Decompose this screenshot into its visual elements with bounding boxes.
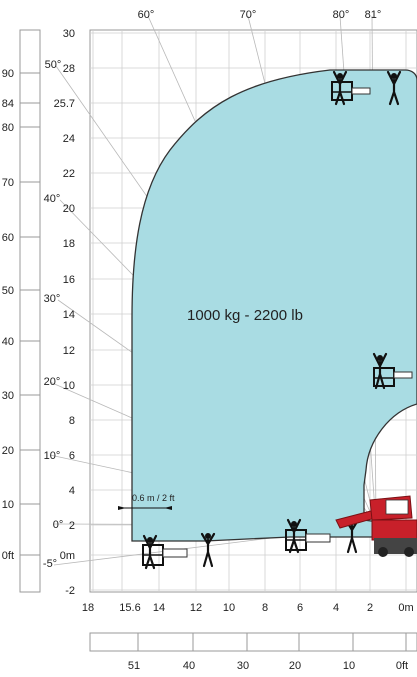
reach-tick-label: 0m (398, 602, 413, 614)
person-icon (332, 70, 348, 106)
angle-label: 70° (240, 9, 257, 21)
reach-ft-label: 0ft (396, 660, 408, 672)
height-tick-label: 28 (63, 63, 75, 75)
reach-ft-scale (89, 632, 417, 652)
angle-label: 30° (44, 293, 61, 305)
reach-ft-label: 20 (289, 660, 301, 672)
reach-ft-label: 40 (183, 660, 195, 672)
angle-label: 40° (44, 193, 61, 205)
reach-tick-label: 4 (333, 602, 339, 614)
person-icon (142, 534, 158, 570)
angle-label: 50° (45, 59, 62, 71)
angle-label: 80° (333, 9, 350, 21)
angle-label: 0° (53, 519, 64, 531)
reach-tick-label: 12 (190, 602, 202, 614)
height-tick-label: 8 (69, 415, 75, 427)
person-icon (286, 518, 302, 554)
height-tick-label: -2 (65, 585, 75, 597)
height-ft-label: 70 (2, 177, 14, 189)
height-tick-label: 6 (69, 450, 75, 462)
reach-ft-label: 30 (237, 660, 249, 672)
height-ft-label: 84 (2, 98, 14, 110)
reach-tick-label: 18 (82, 602, 94, 614)
height-tick-label: 25.7 (54, 98, 75, 110)
reach-tick-label: 6 (297, 602, 303, 614)
height-tick-label: 2 (69, 520, 75, 532)
height-tick-label: 22 (63, 168, 75, 180)
height-ft-label: 10 (2, 499, 14, 511)
reach-tick-label: 14 (153, 602, 165, 614)
person-icon (372, 352, 388, 390)
reach-tick-label: 8 (262, 602, 268, 614)
height-ft-label: 50 (2, 285, 14, 297)
angle-label: -5° (43, 558, 57, 570)
reach-tick-label: 10 (223, 602, 235, 614)
angle-label: 10° (44, 450, 61, 462)
height-tick-label: 12 (63, 345, 75, 357)
height-tick-label: 18 (63, 238, 75, 250)
clearance-marker: 0.6 m / 2 ft (118, 493, 175, 510)
person-icon (386, 70, 402, 106)
angle-labels: 60° 70° 80° 81° 50° 40° 30° 20° 10° 0° -5° (43, 9, 381, 570)
height-tick-label: 16 (63, 274, 75, 286)
reach-ft-label: 10 (343, 660, 355, 672)
height-tick-label: 10 (63, 380, 75, 392)
angle-label: 20° (44, 376, 61, 388)
height-tick-label: 30 (63, 28, 75, 40)
height-ft-label: 60 (2, 232, 14, 244)
reach-ft-axis: 51 40 30 20 10 0ft (128, 660, 408, 672)
height-ft-label: 40 (2, 336, 14, 348)
clearance-label: 0.6 m / 2 ft (132, 493, 175, 503)
angle-label: 60° (138, 9, 155, 21)
height-tick-label: 24 (63, 133, 75, 145)
reach-ft-label: 51 (128, 660, 140, 672)
height-axis: 30 28 25.7 24 22 20 18 16 14 12 10 8 6 4 2 0m -2 (54, 28, 75, 597)
person-icon (200, 532, 216, 568)
capacity-label: 1000 kg - 2200 lb (187, 307, 303, 324)
height-tick-label: 0m (60, 550, 75, 562)
reach-axis: 18 15.6 14 12 10 8 6 4 2 0m (82, 602, 414, 614)
height-ft-label: 0ft (2, 550, 14, 562)
telehandler-icon (335, 495, 417, 557)
height-tick-label: 14 (63, 309, 75, 321)
load-zone (131, 69, 417, 542)
height-ft-label: 30 (2, 390, 14, 402)
height-tick-label: 20 (63, 203, 75, 215)
height-ft-scale: 90 84 80 70 60 50 40 30 20 10 0ft (2, 29, 41, 593)
height-ft-label: 80 (2, 122, 14, 134)
reach-tick-label: 15.6 (119, 602, 140, 614)
reach-tick-label: 2 (367, 602, 373, 614)
height-ft-label: 90 (2, 68, 14, 80)
height-ft-label: 20 (2, 445, 14, 457)
angle-label: 81° (365, 9, 382, 21)
height-tick-label: 4 (69, 485, 75, 497)
